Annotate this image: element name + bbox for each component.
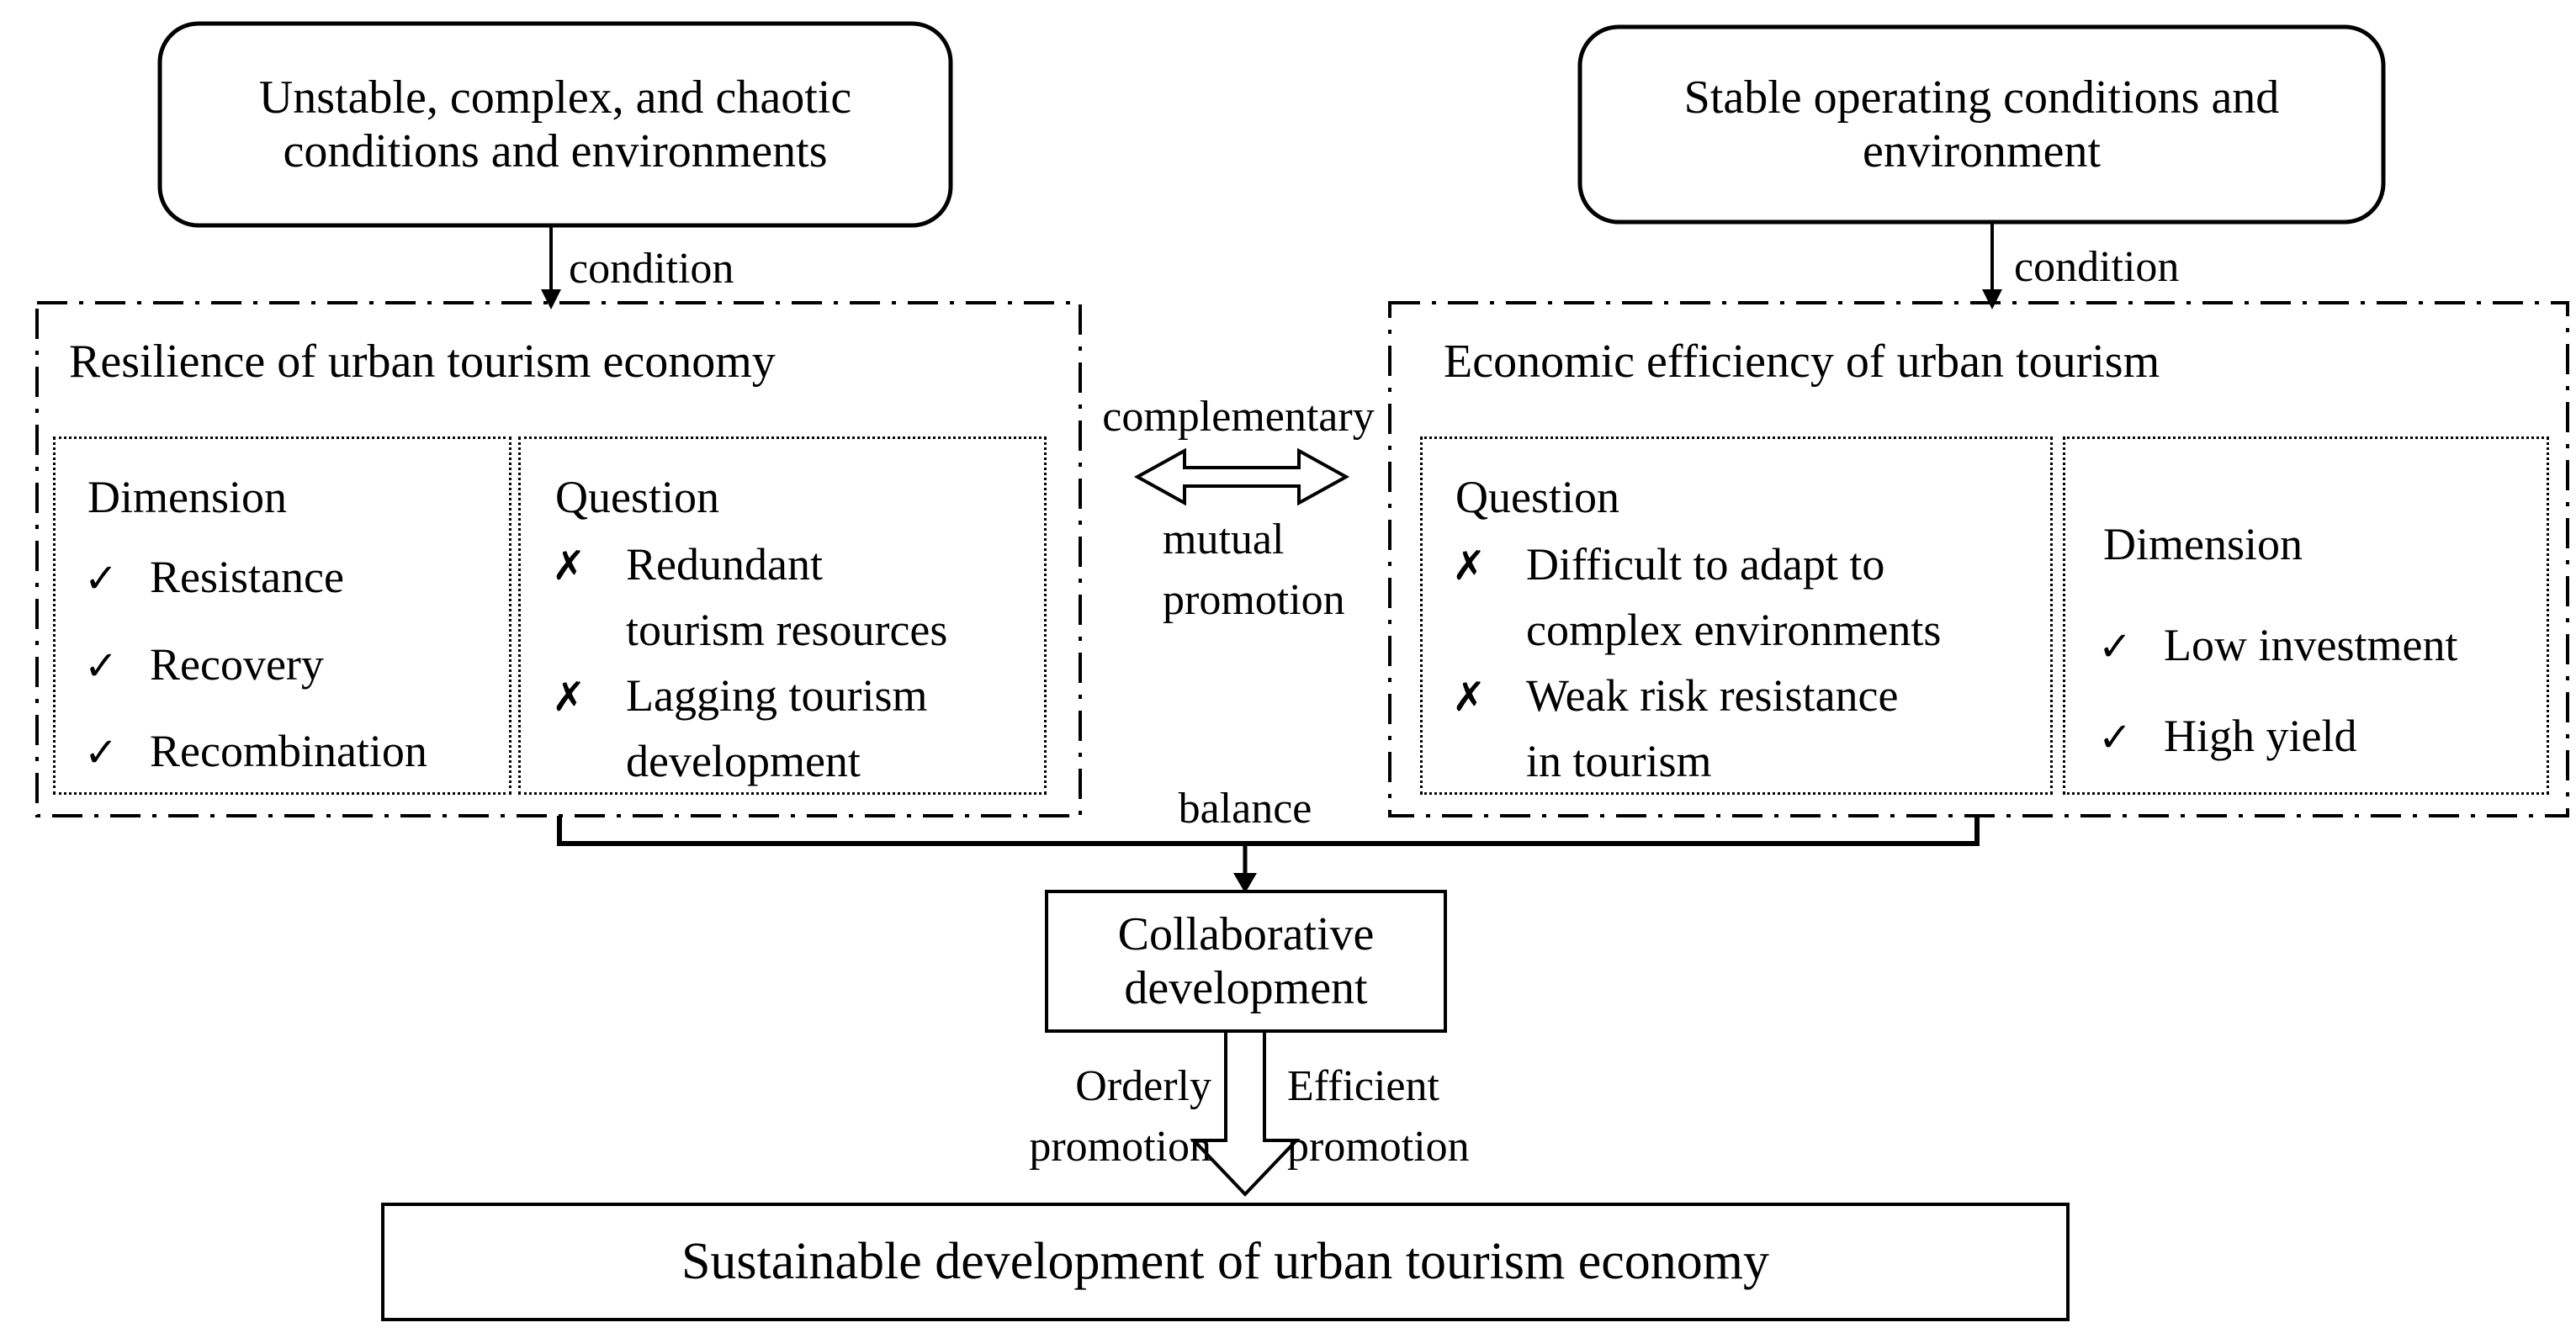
right-question-box-border [1420,436,2053,795]
left-question-line: Redundant [626,539,823,590]
unstable-conditions-line1: Unstable, complex, and chaotic [258,71,852,124]
left-question-line: development [626,736,861,786]
big-down-arrow-icon [1190,1029,1301,1197]
right-dimension-heading: Dimension [2103,519,2303,569]
right-dimension-item-label: Low investment [2164,620,2458,670]
right-question-line: Weak risk resistance [1526,670,1899,721]
complementary-label: complementary [1102,393,1375,441]
efficient-label-line1: Efficient [1287,1062,1439,1110]
cross-icon: ✗ [1452,674,1487,721]
balance-arrowhead-icon [1233,873,1257,893]
resilience-panel-title: Resilience of urban tourism economy [69,336,776,388]
right-condition-arrowhead-icon [1982,289,2002,309]
list-item: complex environments [1452,604,1941,656]
list-item: development [552,735,861,787]
right-dimension-box-border [2063,436,2549,795]
left-dimension-item-label: Recombination [150,726,427,776]
collaborative-box: Collaborative development [1047,891,1445,1031]
check-icon: ✓ [84,729,119,776]
efficient-label-line2: promotion [1287,1123,1470,1171]
check-icon: ✓ [2098,623,2133,670]
left-condition-label: condition [569,245,734,293]
sustainable-title: Sustainable development of urban tourism… [681,1233,1770,1290]
list-item: ✓ Low investment [2098,619,2457,671]
unstable-conditions-box: Unstable, complex, and chaotic condition… [160,24,951,225]
left-dimension-heading: Dimension [87,472,287,522]
balance-merge-connector [557,816,1980,846]
left-question-heading: Question [555,472,719,522]
stable-conditions-box-border [1577,24,2386,225]
efficiency-panel-title: Economic efficiency of urban tourism [1444,336,2160,388]
stable-conditions-line1: Stable operating conditions and [1683,71,2280,124]
list-item: ✓ Recovery [84,638,324,690]
left-question-line: Lagging tourism [626,670,928,721]
unstable-conditions-line2: conditions and environments [283,125,828,177]
list-item: ✓ Recombination [84,725,427,777]
collaborative-line2: development [1124,962,1368,1014]
sustainable-box: Sustainable development of urban tourism… [383,1204,2068,1320]
balance-label: balance [1178,785,1312,833]
sustainable-box-border [381,1203,2070,1321]
right-condition-label: condition [2014,243,2180,291]
right-dimension-item-label: High yield [2164,711,2357,761]
mutual-label-line2: promotion [1163,576,1345,624]
right-question-line: in tourism [1526,736,1712,786]
left-dimension-item-label: Resistance [150,552,344,602]
right-question-line: complex environments [1526,605,1942,655]
check-icon: ✓ [2098,714,2133,761]
left-question-box-border [518,436,1047,795]
right-question-heading: Question [1455,472,1619,522]
cross-icon: ✗ [1452,542,1487,590]
left-dimension-item-label: Recovery [150,639,324,690]
mutual-label-line1: mutual [1163,516,1285,563]
collaborative-line1: Collaborative [1117,908,1375,960]
orderly-label-line2: promotion [1029,1123,1211,1171]
check-icon: ✓ [84,643,119,690]
list-item: tourism resources [552,604,947,656]
left-question-line: tourism resources [626,605,948,655]
list-item: in tourism [1452,735,1712,787]
left-condition-arrowhead-icon [541,289,561,309]
list-item: ✗ Difficult to adapt to [1452,538,1884,590]
list-item: ✗ Redundant [552,538,823,590]
list-item: ✓ High yield [2098,710,2356,762]
check-icon: ✓ [84,555,119,602]
stable-conditions-line2: environment [1862,125,2102,177]
stable-conditions-box: Stable operating conditions and environm… [1580,27,2383,222]
double-arrow-icon [1133,447,1350,506]
list-item: ✗ Weak risk resistance [1452,669,1898,722]
left-dimension-box-border [53,436,511,795]
cross-icon: ✗ [552,542,586,590]
right-question-line: Difficult to adapt to [1526,539,1885,590]
list-item: ✓ Resistance [84,551,344,603]
unstable-conditions-box-border [157,21,953,228]
cross-icon: ✗ [552,674,586,721]
list-item: ✗ Lagging tourism [552,669,927,722]
orderly-label-line1: Orderly [1075,1062,1211,1110]
